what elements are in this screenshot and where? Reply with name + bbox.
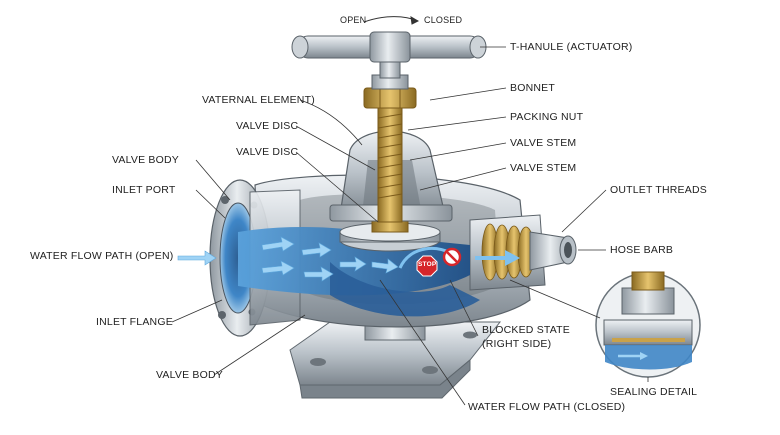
- sealing-detail-inset: [595, 271, 701, 378]
- label-valve-stem-1: VALVE STEM: [510, 137, 577, 149]
- stop-sign-text: STOP: [418, 261, 437, 268]
- t-handle-shape: [291, 31, 487, 79]
- label-valve-body-2: VALVE BODY: [156, 369, 223, 381]
- label-packing-nut: PACKING NUT: [510, 111, 584, 123]
- label-valve-stem-2: VALVE STEM: [510, 162, 577, 174]
- valve-disc-assembly: [339, 217, 441, 252]
- label-internal-element: VATERNAL ELEMENT): [202, 94, 315, 106]
- prohibited-icon: [442, 247, 462, 267]
- leader-lines: [171, 46, 649, 406]
- closed-label: CLOSED: [424, 15, 463, 25]
- label-valve-body-1: VALVE BODY: [112, 154, 179, 166]
- label-bonnet: BONNET: [510, 82, 555, 94]
- label-sealing-detail: SEALING DETAIL: [610, 386, 698, 398]
- label-inlet-flange: INLET FLANGE: [96, 316, 173, 328]
- stop-sign-icon: [416, 255, 438, 277]
- label-blocked-state: BLOCKED STATE: [482, 324, 570, 336]
- label-hose-barb: HOSE BARB: [610, 244, 674, 256]
- outlet-section: [469, 214, 577, 291]
- flow-arrows-open: [177, 236, 399, 282]
- label-valve-disc-2: VALVE DISC: [236, 146, 299, 158]
- label-outlet-threads: OUTLET THREADS: [610, 184, 707, 196]
- open-label: OPEN: [340, 15, 367, 25]
- label-blocked-state-side: (RIGHT SIDE): [482, 338, 552, 350]
- label-water-flow-open: WATER FLOW PATH (OPEN): [30, 250, 174, 262]
- label-t-handle: T-HANULE (ACTUATOR): [510, 41, 633, 53]
- open-close-arrow-icon: [363, 16, 420, 25]
- label-water-flow-closed: WATER FLOW PATH (CLOSED): [468, 401, 626, 413]
- label-valve-disc-1: VALVE DISC: [236, 120, 299, 132]
- label-inlet-port: INLET PORT: [112, 184, 176, 196]
